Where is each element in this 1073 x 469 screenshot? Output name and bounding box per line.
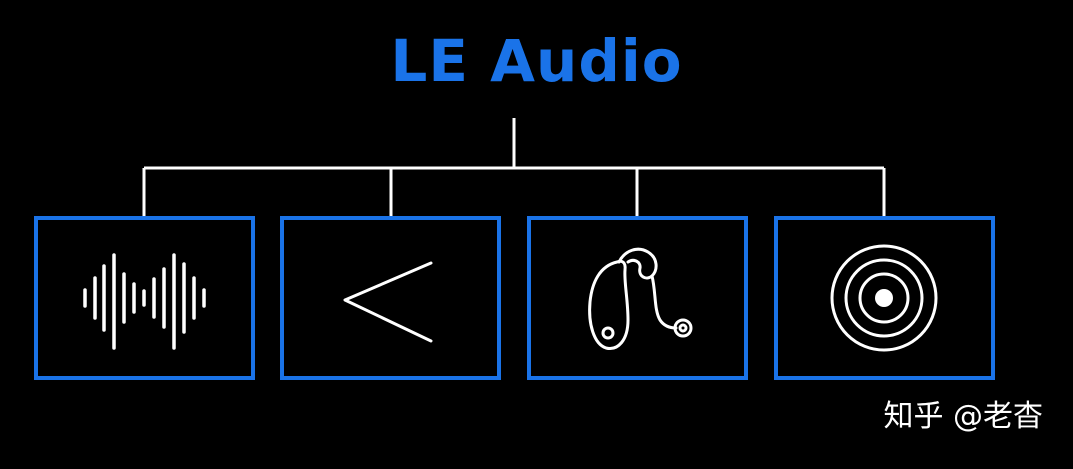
box-hearing-aid (527, 216, 748, 380)
audio-waveform-icon (83, 253, 206, 350)
diagram-title: LE Audio (390, 27, 683, 95)
watermark-text: 知乎 @老杳 (883, 399, 1043, 434)
broadcast-target-icon (830, 244, 938, 352)
box-audio-waveform (34, 216, 255, 380)
box-broadcast (774, 216, 995, 380)
less-than-icon (343, 261, 433, 343)
box-frame-4 (774, 216, 995, 380)
hearing-aid-icon (588, 247, 693, 350)
box-frame-1 (34, 216, 255, 380)
box-less-than (280, 216, 501, 380)
box-frame-3 (527, 216, 748, 380)
box-frame-2 (280, 216, 501, 380)
connector-lines (142, 118, 886, 218)
